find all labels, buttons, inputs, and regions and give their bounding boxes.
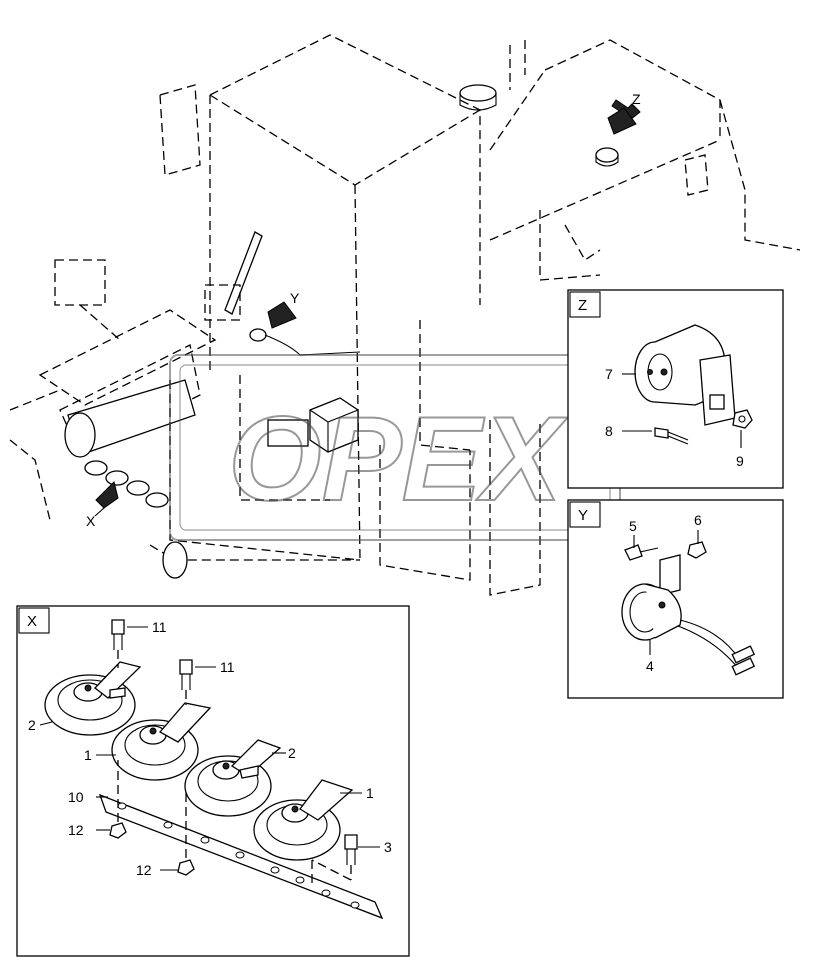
callout-2b: 2 <box>288 745 296 761</box>
horn-cluster-preview <box>84 460 169 508</box>
horn-1-left <box>111 702 212 781</box>
callout-1a: 1 <box>84 747 92 763</box>
callout-8: 8 <box>605 423 613 439</box>
horn-2-right <box>184 739 282 817</box>
view-arrow-y-label: Y <box>290 290 300 306</box>
callout-12b: 12 <box>136 862 152 878</box>
callout-4: 4 <box>646 658 654 674</box>
view-arrow-z-label: Z <box>632 91 641 107</box>
machine-overview <box>9 34 801 596</box>
callout-11a: 11 <box>152 619 167 635</box>
callout-11b: 11 <box>220 659 235 675</box>
view-arrow-x: X <box>86 481 119 529</box>
callout-1b: 1 <box>366 785 374 801</box>
view-arrow-z: Z <box>607 91 641 135</box>
callout-2a: 2 <box>28 717 36 733</box>
callout-5: 5 <box>629 518 637 534</box>
view-y-tag: Y <box>578 507 588 524</box>
callout-7: 7 <box>605 366 613 382</box>
callout-6: 6 <box>694 512 702 528</box>
watermark-text: OPEX <box>228 392 568 526</box>
view-z-tag: Z <box>578 297 587 314</box>
callout-10: 10 <box>68 789 84 805</box>
view-x-tag: X <box>27 613 37 630</box>
horn-2-left <box>44 661 142 736</box>
view-z-panel: Z 7 8 9 <box>567 289 784 489</box>
view-arrow-y: Y <box>267 290 300 329</box>
callout-3: 3 <box>384 839 392 855</box>
callout-12a: 12 <box>68 822 84 838</box>
horn-1-right <box>253 779 354 861</box>
watermark: OPEX <box>169 354 621 541</box>
view-arrow-x-label: X <box>86 513 96 529</box>
callout-9: 9 <box>736 453 744 469</box>
view-x-panel: X <box>16 605 410 957</box>
view-y-panel: Y 5 6 4 <box>567 499 784 699</box>
